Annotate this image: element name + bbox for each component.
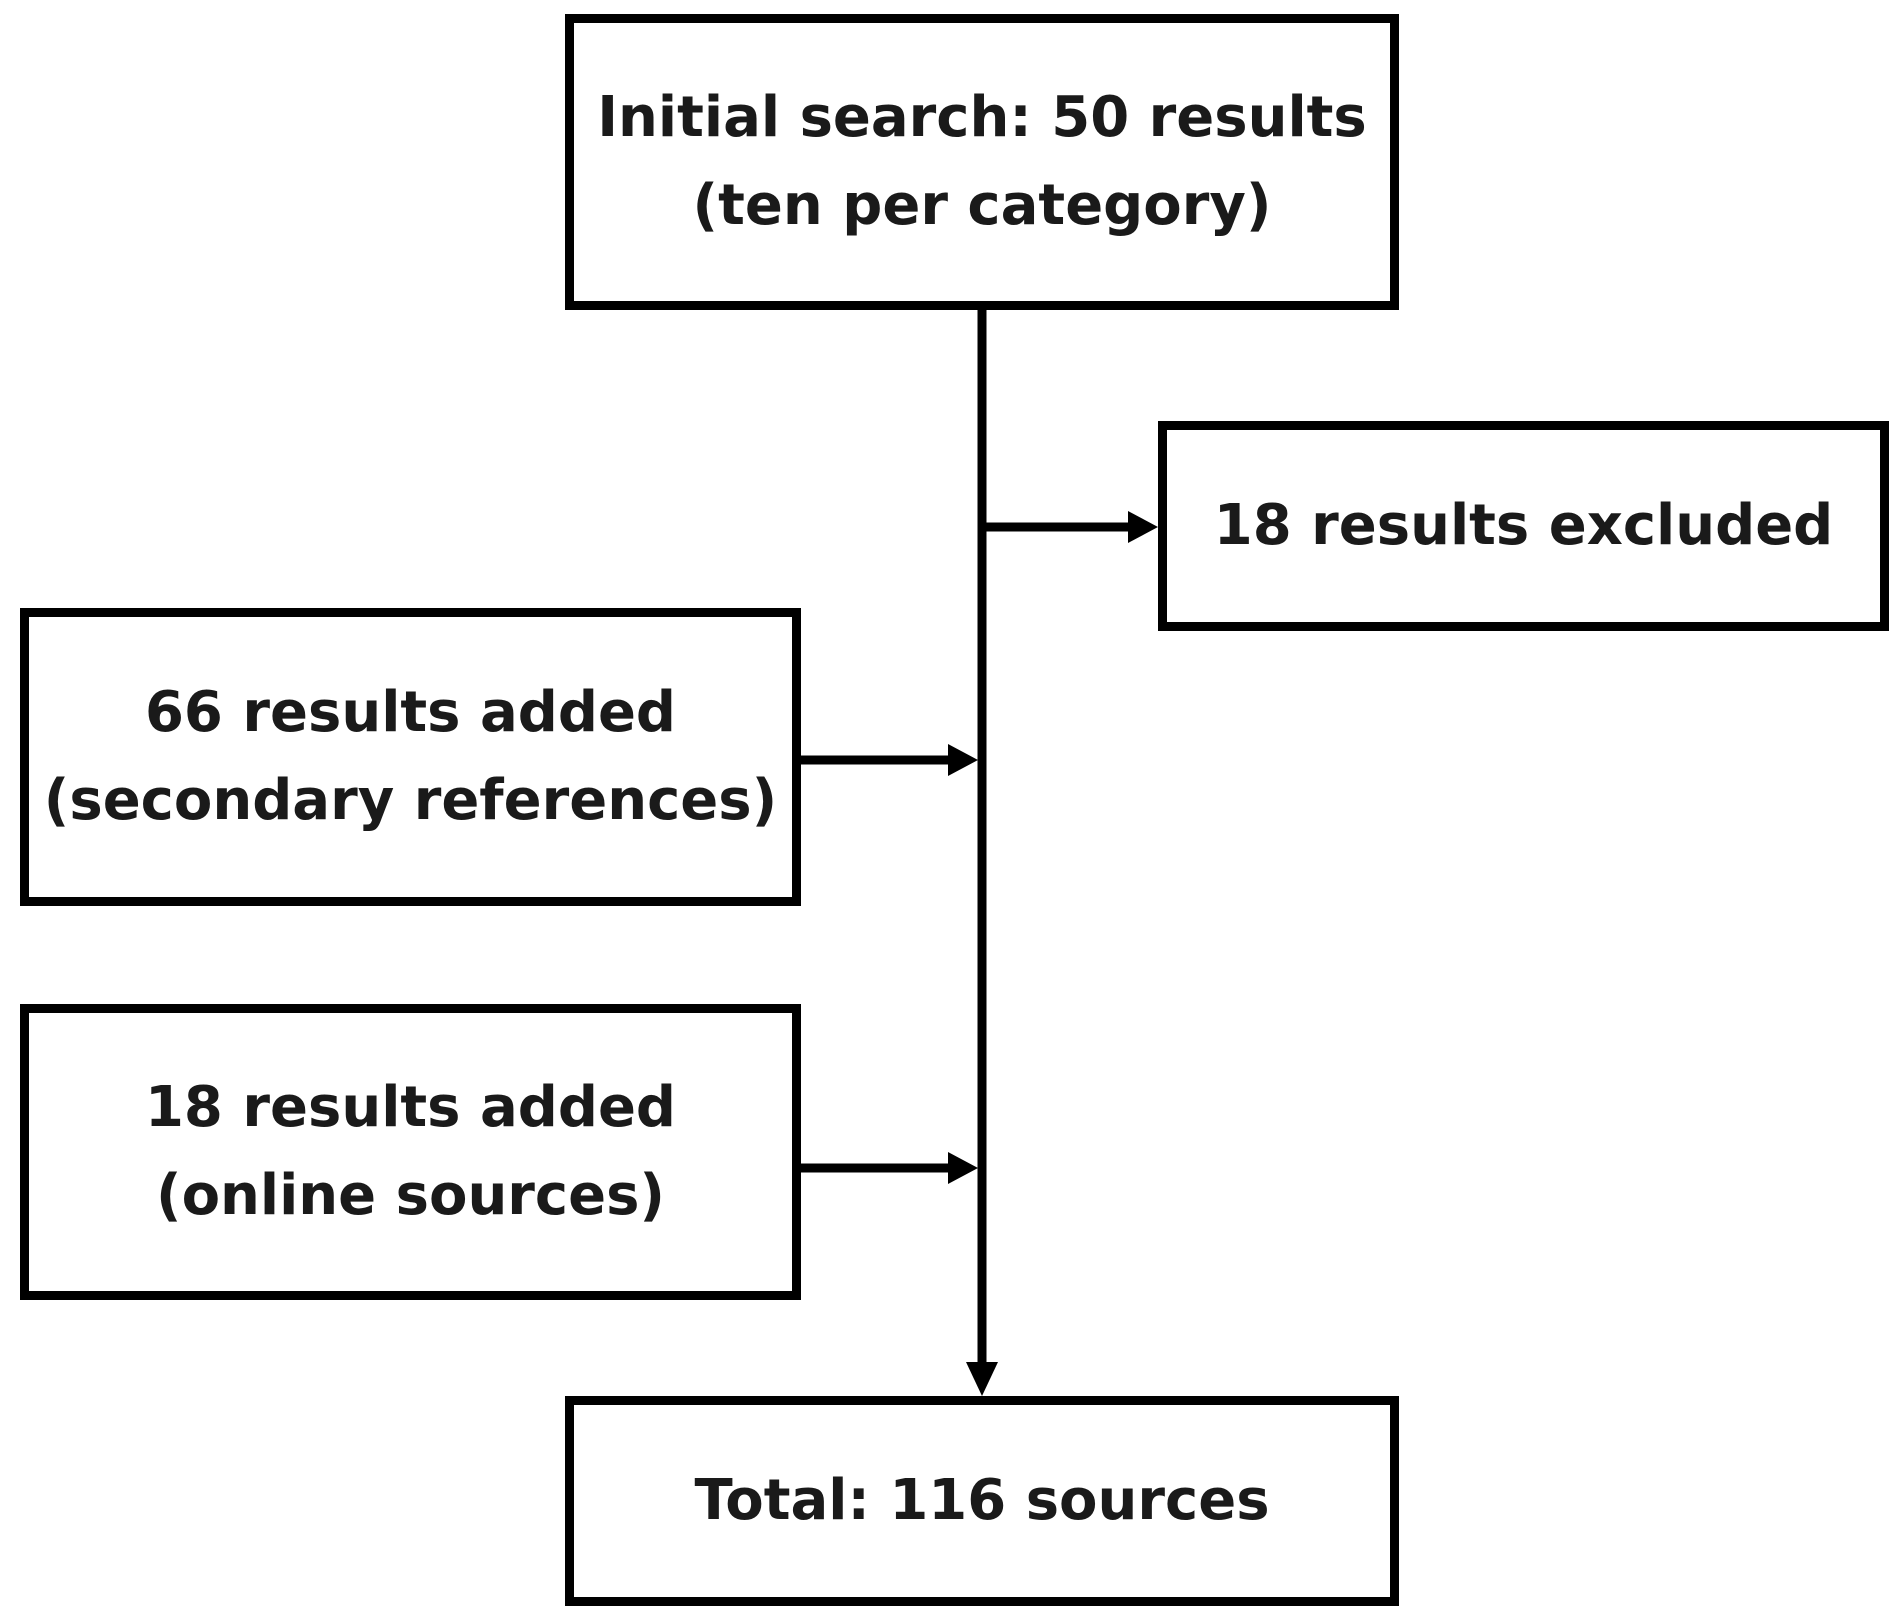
excluded-branch-arrowhead: [1128, 511, 1158, 543]
excluded-label: 18 results excluded: [1213, 493, 1834, 558]
total-label: Total: 116 sources: [694, 1468, 1270, 1533]
initial-search-label: Initial search: 50 results: [597, 85, 1367, 150]
online-sources-note: (online sources): [155, 1163, 666, 1228]
excluded-box: 18 results excluded: [1158, 421, 1889, 631]
secondary-references-note: (secondary references): [43, 768, 778, 833]
initial-search-box: Initial search: 50 results (ten per cate…: [565, 14, 1399, 310]
online-sources-label: 18 results added: [144, 1075, 677, 1140]
online-sources-box: 18 results added (online sources): [20, 1004, 801, 1300]
online-merge-arrowhead: [948, 1152, 978, 1184]
total-box: Total: 116 sources: [565, 1396, 1399, 1606]
main-flow-arrowhead: [966, 1362, 998, 1396]
initial-search-note: (ten per category): [692, 173, 1272, 238]
secondary-references-label: 66 results added: [144, 680, 677, 745]
secondary-merge-arrowhead: [948, 744, 978, 776]
secondary-references-box: 66 results added (secondary references): [20, 608, 801, 906]
